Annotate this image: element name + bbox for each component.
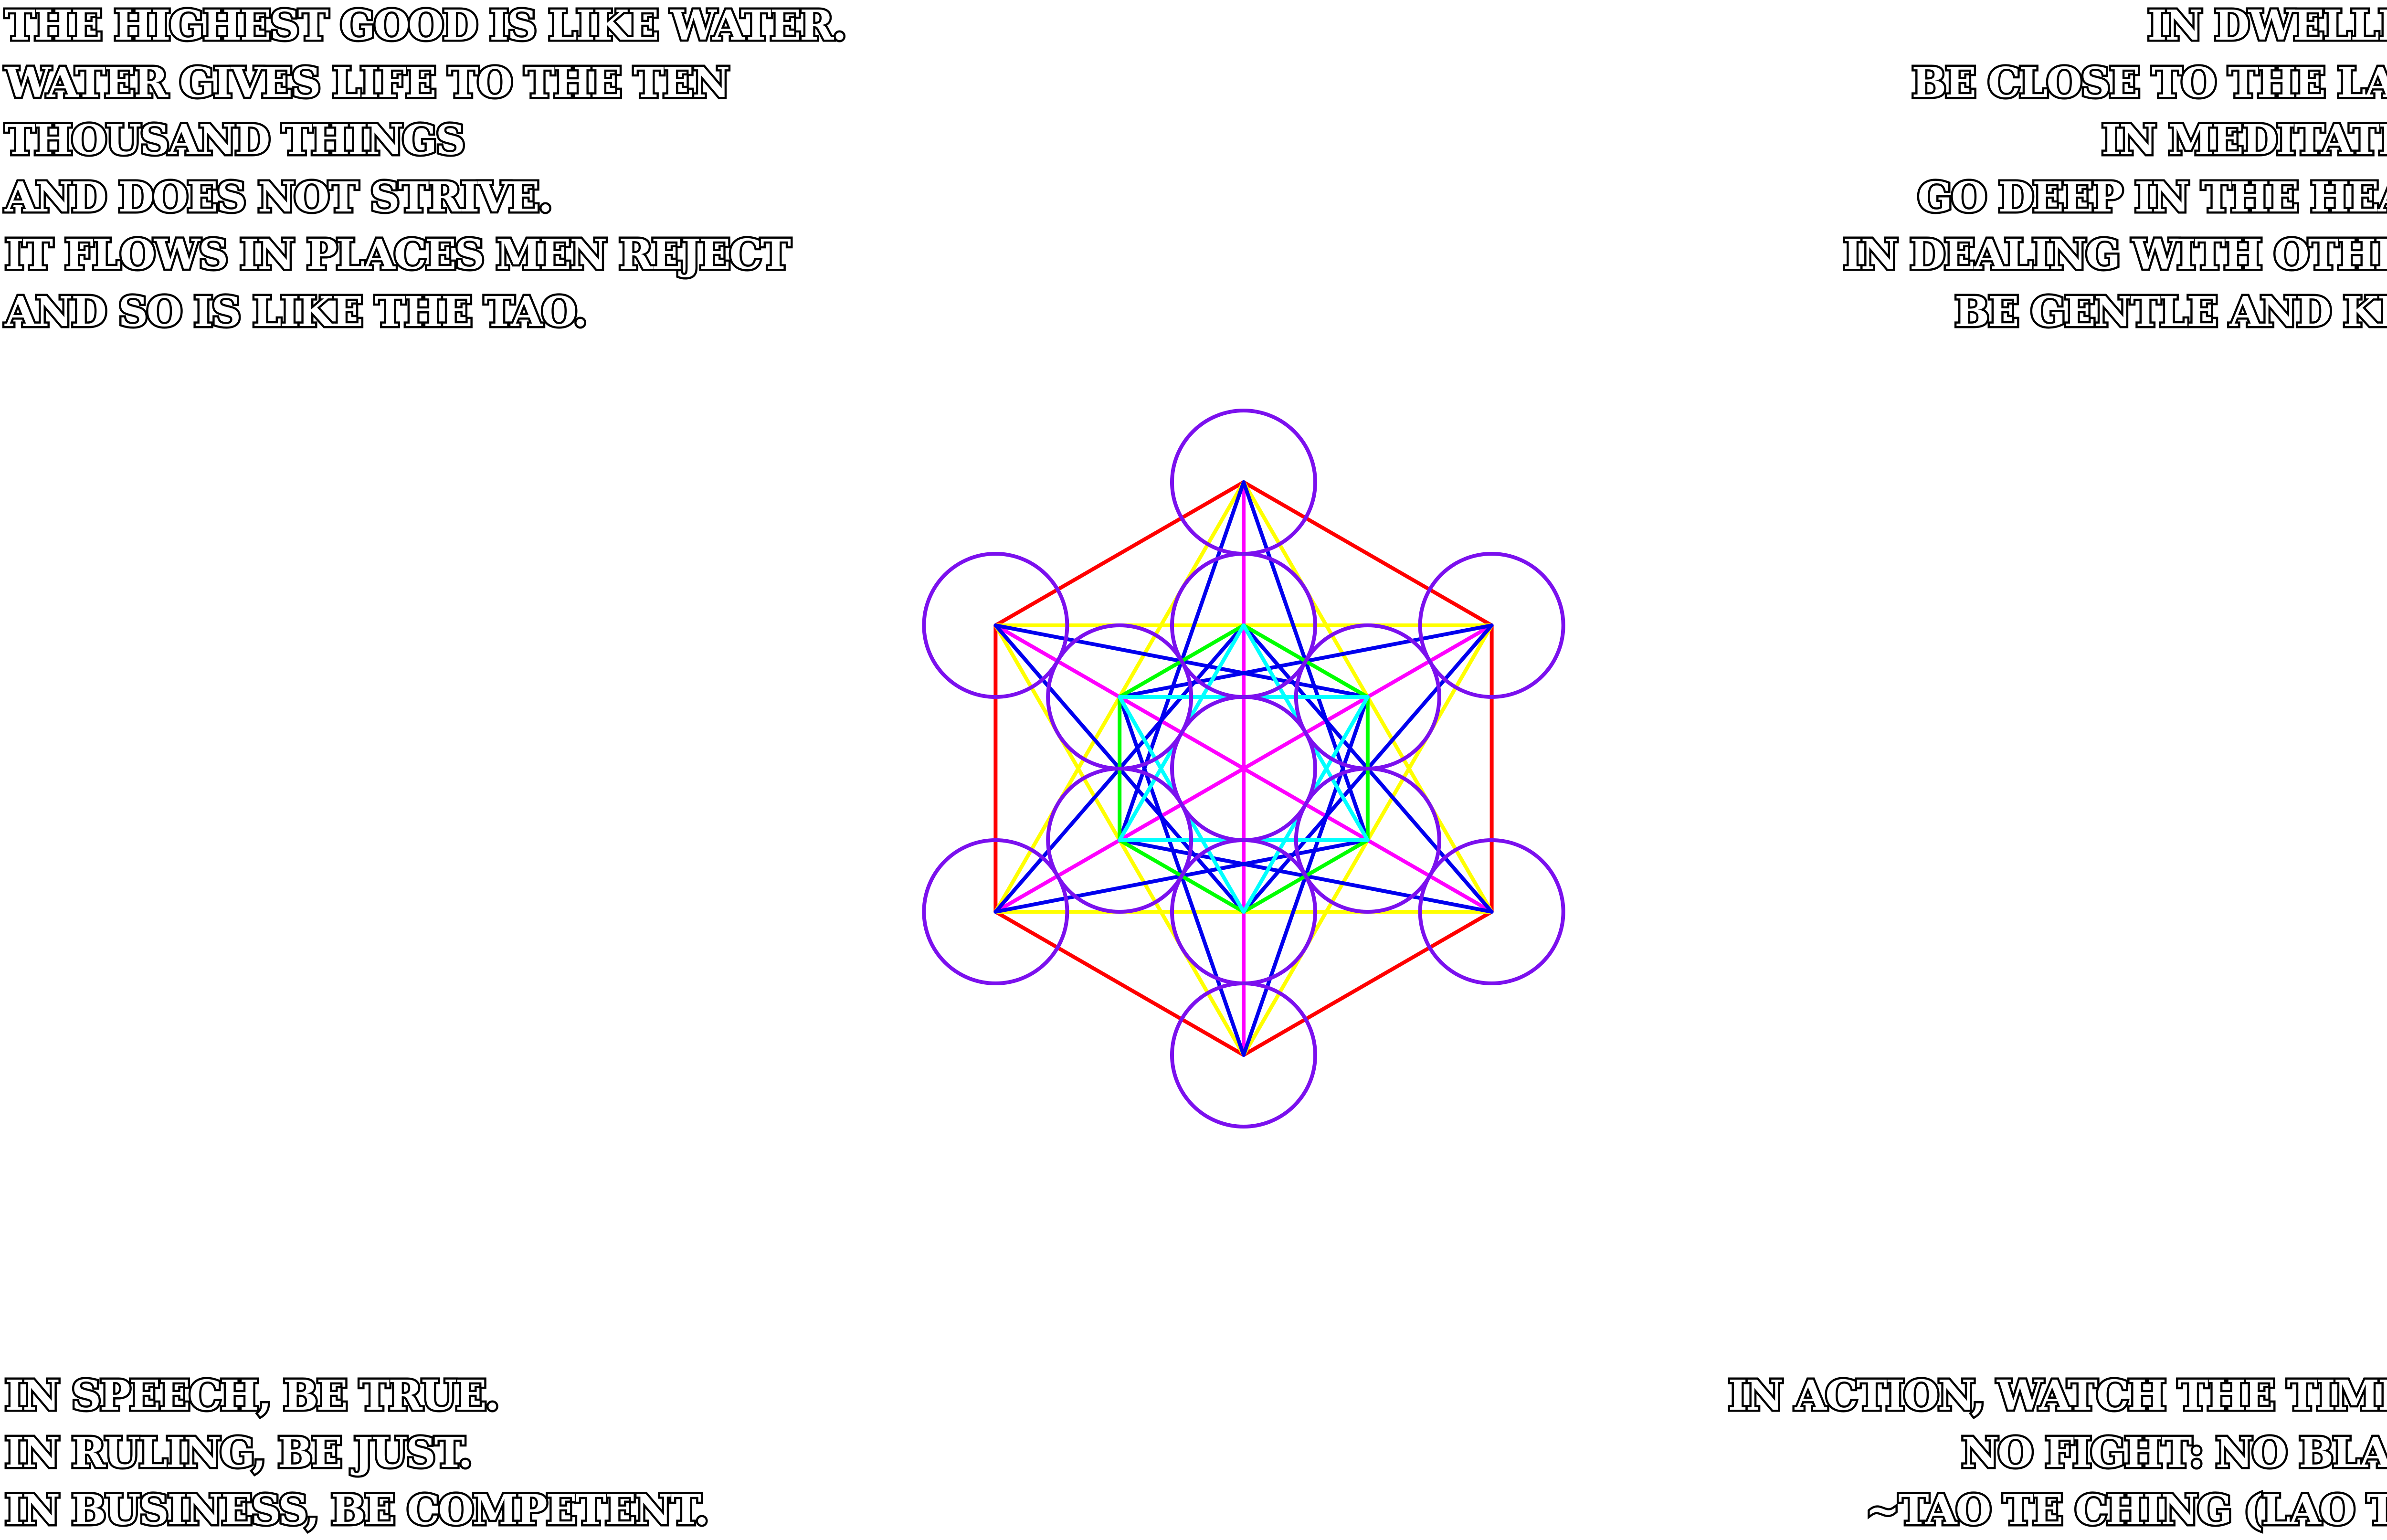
quote-top-left: THE HIGHEST GOOD IS LIKE WATER. WATER GI… <box>3 0 849 341</box>
cube-edges <box>993 480 1494 1057</box>
quote-line: IN RULING, BE JUST. <box>2 1427 475 1479</box>
outer-circle <box>1418 552 1565 699</box>
outer-circle <box>922 838 1069 985</box>
outer-circle <box>1170 981 1317 1129</box>
quote-line: WATER GIVES LIFE TO THE TEN <box>3 57 732 109</box>
quote-line: IN MEDITATION, <box>2100 114 2387 167</box>
outer-hexagon-edge <box>993 910 1246 1057</box>
outer-circle <box>1170 409 1317 556</box>
outer-circle <box>1418 838 1565 985</box>
quote-line: BE CLOSE TO THE LAND. <box>1910 57 2387 109</box>
outer-hexagon-edge <box>1242 910 1494 1057</box>
inner-circle <box>1294 767 1441 914</box>
quote-line: IN SPEECH, BE TRUE. <box>2 1370 501 1422</box>
quote-line: THOUSAND THINGS <box>3 114 468 167</box>
outer-hexagon-edge <box>1242 480 1494 627</box>
cube-circles <box>922 409 1565 1129</box>
quote-line: NO FIGHT: NO BLAME. <box>1959 1427 2387 1479</box>
quote-line: BE GENTLE AND KIND. <box>1953 286 2387 338</box>
quote-line: IN DWELLING, <box>2145 0 2387 52</box>
inner-circle <box>1046 623 1194 770</box>
quote-line: AND SO IS LIKE THE TAO. <box>3 286 590 338</box>
outer-hexagon-edge <box>993 480 1246 627</box>
quote-line: AND DOES NOT STRIVE. <box>3 171 555 224</box>
quote-top-right: IN DWELLING, BE CLOSE TO THE LAND. IN ME… <box>1841 0 2387 341</box>
quote-line: THE HIGHEST GOOD IS LIKE WATER. <box>3 0 849 52</box>
quote-line: GO DEEP IN THE HEART. <box>1915 171 2387 224</box>
outer-circle <box>922 552 1069 699</box>
quote-line: IT FLOWS IN PLACES MEN REJECT <box>3 229 793 281</box>
quote-bottom-right: IN ACTION, WATCH THE TIMING. NO FIGHT: N… <box>1726 1367 2387 1539</box>
quote-line: IN ACTION, WATCH THE TIMING. <box>1726 1370 2387 1422</box>
quote-line: ~TAO TE CHING (LAO TZU) <box>1863 1484 2387 1537</box>
quote-bottom-left: IN SPEECH, BE TRUE. IN RULING, BE JUST. … <box>2 1367 711 1539</box>
spoke-line <box>993 623 1494 914</box>
quote-line: IN DEALING WITH OTHERS, <box>1841 229 2387 281</box>
quote-line: IN BUSINESS, BE COMPETENT. <box>2 1484 711 1537</box>
